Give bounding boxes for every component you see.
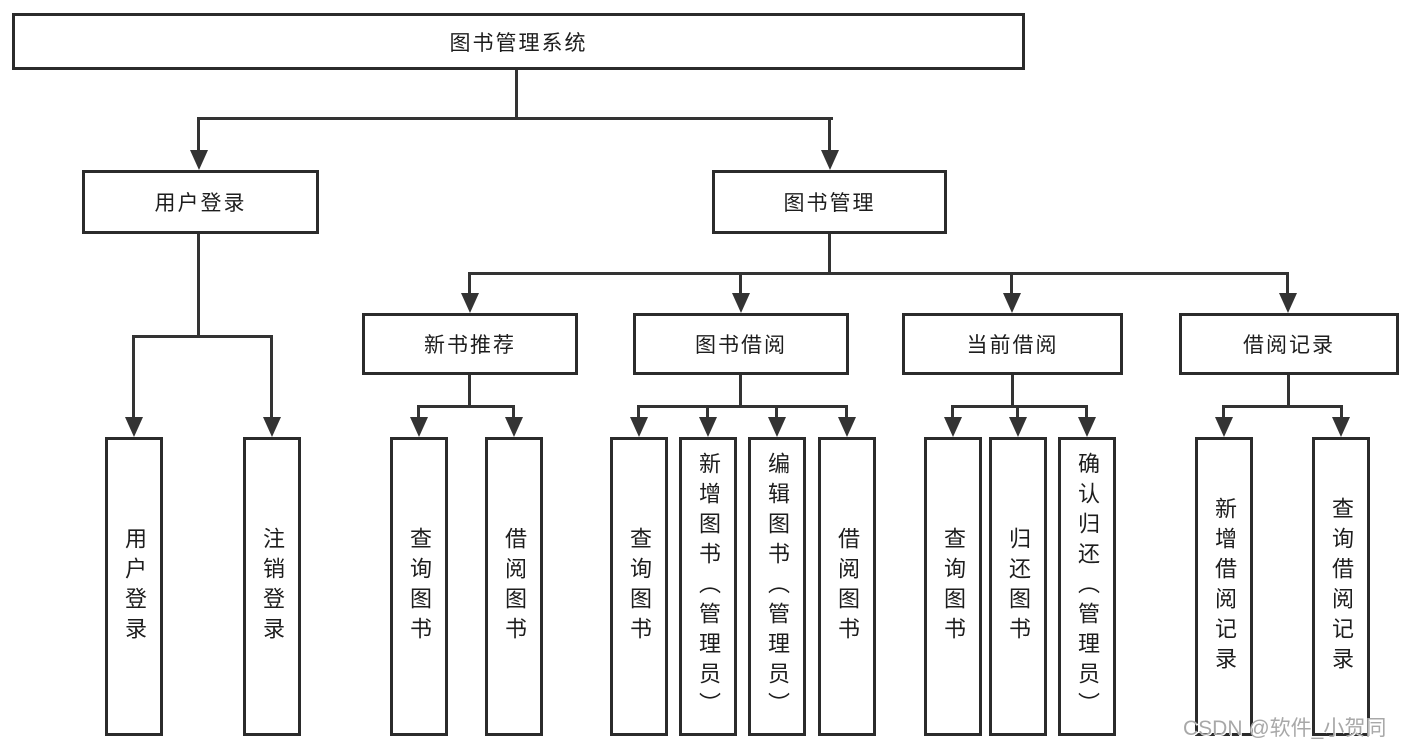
arrow-down-icon [1215, 417, 1233, 437]
leaf-confirm-return-admin: 确认归还（管理员） [1058, 437, 1116, 736]
leaf-return-book: 归还图书 [989, 437, 1047, 736]
connector-drop [1085, 405, 1088, 418]
arrow-down-icon [732, 293, 750, 313]
connector-current-borrow-stem [1011, 375, 1014, 407]
node-user-login: 用户登录 [82, 170, 319, 234]
arrow-down-icon [1003, 293, 1021, 313]
connector-drop [845, 405, 848, 418]
arrow-down-icon [263, 417, 281, 437]
leaf-label: 查询图书 [407, 526, 432, 647]
node-borrow-records-label: 借阅记录 [1243, 334, 1335, 357]
connector-drop [1222, 405, 1225, 418]
leaf-label: 查询借阅记录 [1329, 496, 1354, 677]
connector-drop [1340, 405, 1343, 418]
leaf-label: 新增借阅记录 [1212, 496, 1237, 677]
leaf-user-login: 用户登录 [105, 437, 163, 736]
connector-drop [132, 335, 135, 418]
leaf-query-borrow-record: 查询借阅记录 [1312, 437, 1370, 736]
arrow-down-icon [821, 150, 839, 170]
leaf-label: 新增图书（管理员） [696, 451, 721, 722]
leaf-borrow-books-recommend: 借阅图书 [485, 437, 543, 736]
leaf-query-books-borrow: 查询图书 [610, 437, 668, 736]
arrow-down-icon [768, 417, 786, 437]
leaf-label: 借阅图书 [502, 526, 527, 647]
node-book-management-label: 图书管理 [783, 192, 876, 215]
connector-book-borrow-bar [637, 405, 848, 408]
leaf-label: 查询图书 [941, 526, 966, 647]
connector-user-login-bar [132, 335, 273, 338]
connector-borrow-records-stem [1287, 375, 1290, 407]
arrow-down-icon [838, 417, 856, 437]
leaf-label: 查询图书 [627, 526, 652, 647]
leaf-query-books-recommend: 查询图书 [390, 437, 448, 736]
node-user-login-label: 用户登录 [154, 192, 247, 215]
node-book-borrow-label: 图书借阅 [695, 334, 787, 357]
arrow-down-icon [1279, 293, 1297, 313]
connector-drop [775, 405, 778, 418]
leaf-add-book-admin: 新增图书（管理员） [679, 437, 737, 736]
connector-borrow-records-bar [1222, 405, 1343, 408]
leaf-label: 归还图书 [1006, 526, 1031, 647]
watermark: CSDN @软件_小贺同学 [1183, 717, 1387, 740]
connector-root-stem [515, 70, 518, 120]
leaf-label: 编辑图书（管理员） [765, 451, 790, 722]
node-new-book-recommend: 新书推荐 [362, 313, 578, 375]
connector-drop [468, 272, 471, 294]
connector-drop [1016, 405, 1019, 418]
connector-new-book-bar [417, 405, 515, 408]
leaf-logout-label: 注销登录 [260, 526, 285, 647]
connector-book-borrow-stem [739, 375, 742, 407]
connector-new-book-stem [468, 375, 471, 407]
leaf-add-borrow-record: 新增借阅记录 [1195, 437, 1253, 736]
node-root-label: 图书管理系统 [449, 31, 588, 55]
connector-book-mgmt-bar [468, 272, 1289, 275]
node-current-borrow: 当前借阅 [902, 313, 1123, 375]
connector-drop [1010, 272, 1013, 294]
node-new-book-recommend-label: 新书推荐 [424, 334, 516, 357]
leaf-borrow-books: 借阅图书 [818, 437, 876, 736]
leaf-label: 确认归还（管理员） [1075, 451, 1100, 722]
connector-drop [512, 405, 515, 418]
node-book-management: 图书管理 [712, 170, 947, 234]
leaf-label: 借阅图书 [835, 526, 860, 647]
connector-book-mgmt-drop [828, 117, 831, 151]
arrow-down-icon [505, 417, 523, 437]
node-current-borrow-label: 当前借阅 [966, 334, 1059, 357]
arrow-down-icon [190, 150, 208, 170]
arrow-down-icon [1009, 417, 1027, 437]
arrow-down-icon [630, 417, 648, 437]
connector-drop [417, 405, 420, 418]
connector-drop [270, 335, 273, 418]
arrow-down-icon [410, 417, 428, 437]
arrow-down-icon [1078, 417, 1096, 437]
leaf-edit-book-admin: 编辑图书（管理员） [748, 437, 806, 736]
connector-book-mgmt-stem [828, 234, 831, 275]
connector-user-login-stem [197, 234, 200, 338]
leaf-user-login-label: 用户登录 [122, 526, 147, 647]
connector-user-login-drop [197, 117, 200, 151]
node-root: 图书管理系统 [12, 13, 1025, 70]
node-book-borrow: 图书借阅 [633, 313, 849, 375]
connector-drop [637, 405, 640, 418]
connector-drop [1286, 272, 1289, 294]
connector-drop [951, 405, 954, 418]
connector-root-bar [197, 117, 833, 120]
node-borrow-records: 借阅记录 [1179, 313, 1399, 375]
connector-current-borrow-bar [951, 405, 1088, 408]
leaf-logout: 注销登录 [243, 437, 301, 736]
arrow-down-icon [1332, 417, 1350, 437]
connector-drop [706, 405, 709, 418]
arrow-down-icon [699, 417, 717, 437]
arrow-down-icon [461, 293, 479, 313]
arrow-down-icon [125, 417, 143, 437]
arrow-down-icon [944, 417, 962, 437]
leaf-query-books-current: 查询图书 [924, 437, 982, 736]
connector-drop [739, 272, 742, 294]
